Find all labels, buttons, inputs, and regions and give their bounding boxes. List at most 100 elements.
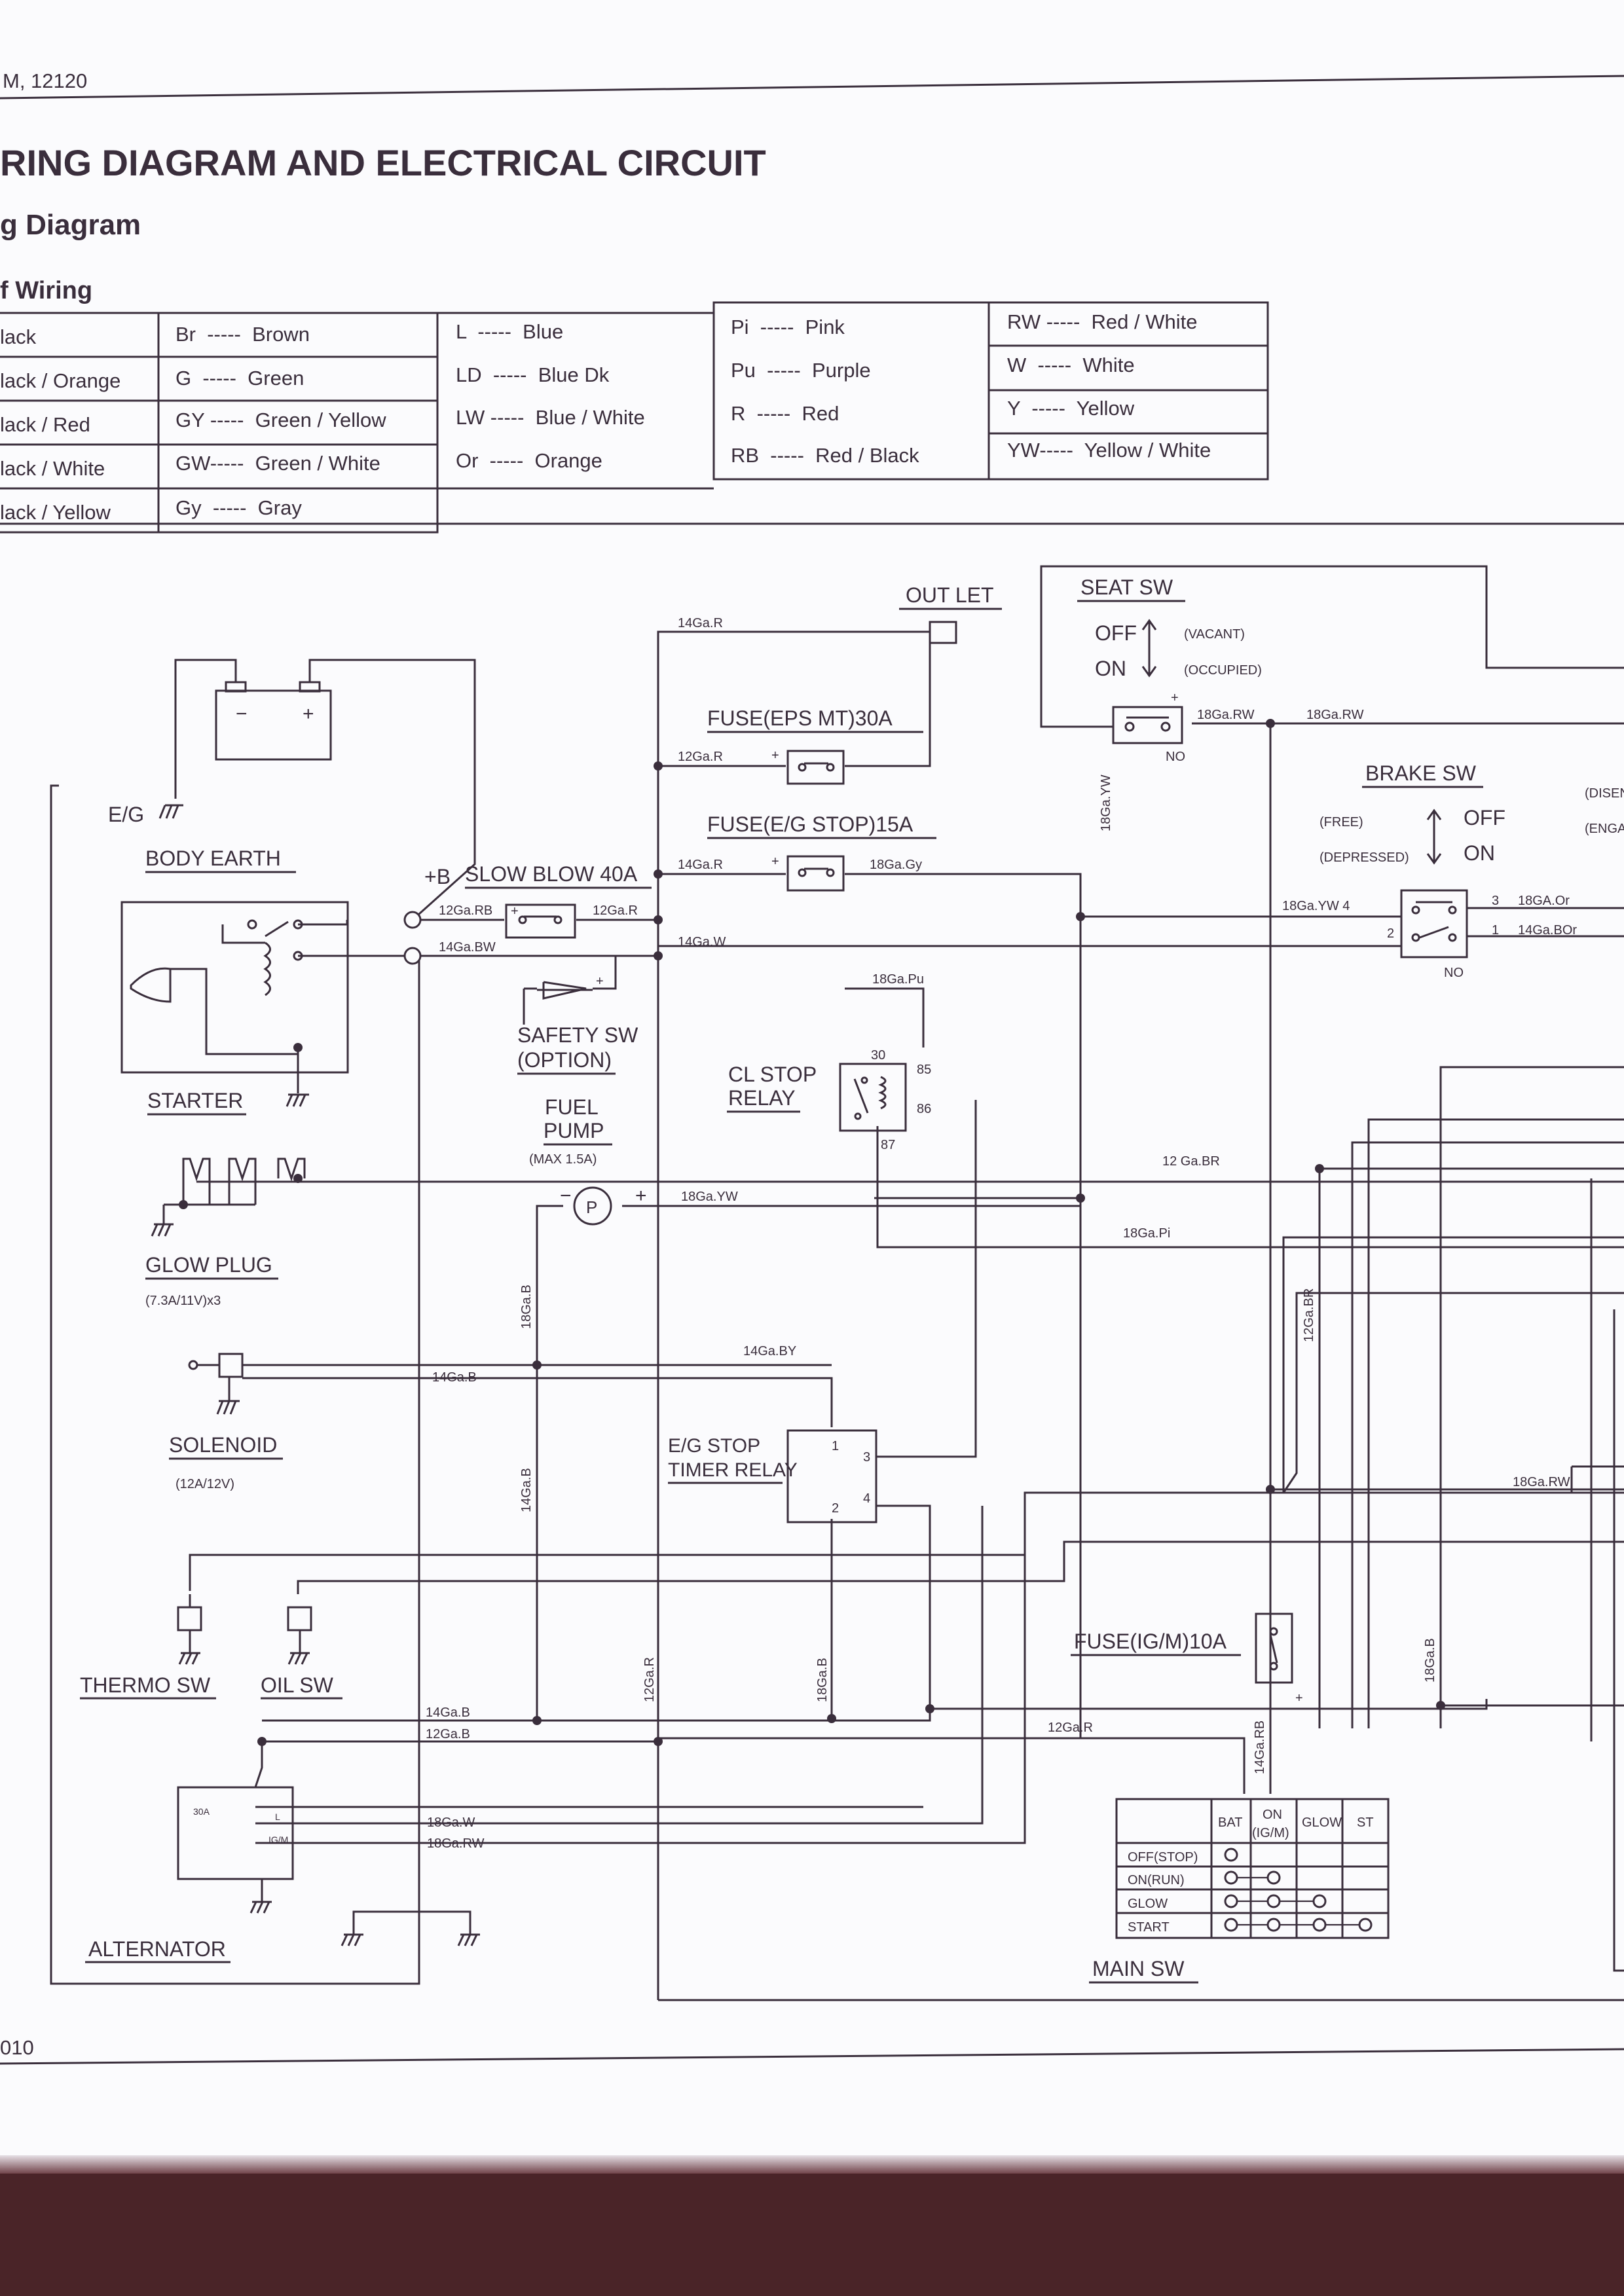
solenoid-spec: (12A/12V) (175, 1477, 234, 1491)
contact-point (1312, 1918, 1327, 1932)
eg-ground-label: E/G (108, 803, 144, 826)
legend-item: lack / Yellow (0, 501, 111, 524)
fuse-plus: + (771, 748, 779, 763)
wire-label: 18Ga.W (427, 1815, 475, 1830)
wire-label: 14Ga.R (678, 616, 723, 630)
glow-plug-spec: (7.3A/11V)x3 (145, 1294, 221, 1308)
contact-point (1224, 1848, 1238, 1862)
wire-label: 18Ga.Gy (870, 858, 922, 872)
main-sw-col-st: ST (1357, 1815, 1374, 1830)
cl-stop-label: CL STOP (728, 1063, 817, 1086)
brake-sw-label: BRAKE SW (1365, 761, 1477, 785)
fuse-plus: + (771, 854, 779, 869)
ground-icon (178, 1652, 200, 1665)
seat-off-label: OFF (1095, 621, 1137, 645)
slow-blow-fuse: + (505, 903, 576, 939)
legend-item: W ----- White (1007, 354, 1135, 376)
wire-label: 12Ga.B (426, 1727, 470, 1741)
pin-label: 30 (871, 1048, 885, 1063)
legend-item: LD ----- Blue Dk (456, 363, 610, 386)
junction-dots (179, 719, 1445, 1746)
ground-icon (216, 1400, 240, 1415)
main-switch-contacts (1224, 1848, 1373, 1932)
pin-label: 87 (881, 1138, 895, 1152)
wire-label: 12Ga.R (678, 750, 723, 764)
legend-item: Or ----- Orange (456, 449, 602, 472)
seat-vacant-label: (VACANT) (1184, 627, 1245, 642)
cl-stop-relay-label: RELAY (728, 1086, 796, 1110)
brake-disengaged-label: (DISEN (1585, 786, 1624, 801)
starter-label: STARTER (147, 1089, 243, 1112)
pin-label: 3 (863, 1450, 870, 1465)
contact-point (1266, 1918, 1281, 1932)
legend-item: RB ----- Red / Black (731, 444, 919, 467)
solenoid (188, 1353, 244, 1401)
legend-item: YW----- Yellow / White (1007, 439, 1211, 462)
main-sw-row-start: START (1128, 1920, 1170, 1935)
brake-no-label: NO (1444, 966, 1464, 980)
fuse-eps: + (771, 748, 845, 785)
wire-label: 18Ga.YW 4 (1282, 899, 1350, 913)
legend-item: LW ----- Blue / White (456, 406, 645, 429)
main-sw-row-off: OFF(STOP) (1128, 1850, 1198, 1865)
legend-item: Y ----- Yellow (1007, 397, 1135, 420)
wire-label: 18Ga.B (815, 1658, 830, 1702)
legend-item: lack (0, 325, 37, 348)
legend-col2: Br ----- Brown G ----- Green GY ----- Gr… (175, 323, 386, 519)
wire-label: 14Ga.B (519, 1468, 534, 1512)
wire-label: 14Ga.B (432, 1370, 477, 1385)
ground-icon (158, 804, 183, 819)
glow-plug-label: GLOW PLUG (145, 1253, 272, 1277)
alternator-label: ALTERNATOR (88, 1937, 226, 1961)
seat-sw-label: SEAT SW (1080, 575, 1173, 599)
wire-label: 12Ga.R (1048, 1721, 1093, 1735)
page-title: RING DIAGRAM AND ELECTRICAL CIRCUIT (0, 142, 766, 183)
legend-col5: RW ----- Red / White W ----- White Y ---… (1007, 310, 1211, 462)
legend-item: GW----- Green / White (175, 452, 380, 475)
legend-item: Pi ----- Pink (731, 316, 845, 338)
header-rule (0, 75, 1624, 100)
main-switch-table (1115, 1798, 1390, 1939)
contact-point (1266, 1870, 1281, 1885)
body-earth-label: BODY EARTH (145, 847, 281, 870)
ground-icon (249, 1901, 272, 1914)
slow-blow-label: SLOW BLOW 40A (465, 862, 638, 886)
wire-label: 14Ga.RB (1253, 1721, 1267, 1774)
wire-label: 12Ga.RB (439, 903, 492, 918)
wire-label: 18GA.Or (1518, 894, 1570, 908)
battery: − + (174, 659, 476, 921)
page-number: 010 (0, 2036, 34, 2059)
wire-label: 18Ga.B (1423, 1638, 1437, 1683)
pin-label: 1 (1492, 923, 1499, 938)
battery-plus: + (303, 703, 314, 725)
page-edge-shadow (0, 2155, 1624, 2175)
footer-rule (0, 2048, 1624, 2065)
alternator (177, 1741, 294, 1902)
oil-switch (287, 1606, 312, 1653)
thermo-sw-label: THERMO SW (80, 1673, 211, 1697)
main-sw-row-on: ON(RUN) (1128, 1873, 1185, 1887)
main-sw-col-glow: GLOW (1302, 1815, 1342, 1830)
fuse-eg-label: FUSE(E/G STOP)15A (707, 812, 913, 836)
wire-label: 12Ga.R (642, 1657, 657, 1702)
up-down-arrow-icon (1426, 809, 1442, 865)
pump-minus: − (560, 1185, 572, 1207)
starter-motor (120, 901, 406, 1093)
up-down-arrow-icon (1141, 619, 1157, 678)
contact-point (1358, 1918, 1373, 1932)
wire-label: 18Ga.RW (427, 1836, 485, 1851)
pin-label: 2 (1387, 926, 1394, 941)
cl-stop-relay (839, 1063, 907, 1132)
pin-label: 3 (1492, 894, 1499, 908)
oil-sw-label: OIL SW (261, 1673, 334, 1697)
fuel-pump-label: FUEL (545, 1095, 599, 1119)
fuel-pump-rating: (MAX 1.5A) (529, 1152, 597, 1167)
switch-plus: + (1171, 691, 1179, 705)
legend-item: Gy ----- Gray (175, 496, 302, 519)
main-sw-row-glow: GLOW (1128, 1897, 1168, 1911)
fuel-pump: P − + (560, 1185, 647, 1226)
brake-switch (1400, 889, 1468, 958)
thermo-switch (177, 1594, 202, 1653)
seat-on-label: ON (1095, 657, 1126, 680)
fuse-plus: + (511, 904, 519, 919)
